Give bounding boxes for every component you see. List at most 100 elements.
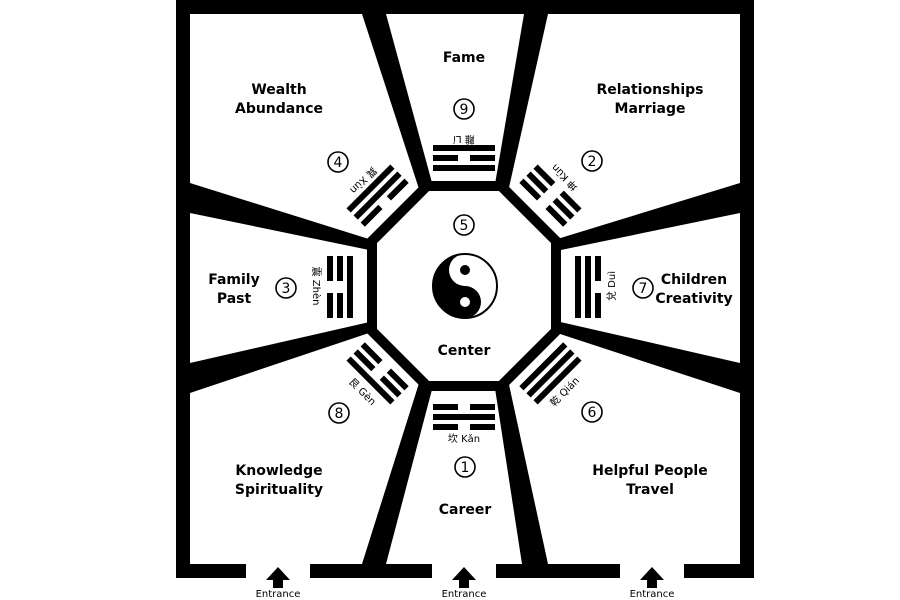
trigram-line-family-1-a bbox=[327, 293, 333, 318]
label-family-2: Past bbox=[217, 291, 252, 307]
number-badge-fame: 9 bbox=[453, 98, 475, 120]
trigram-fame bbox=[433, 145, 495, 171]
number-badge-knowledge: 8 bbox=[328, 402, 350, 424]
trigram-line-family-2-b bbox=[337, 256, 343, 281]
trigram-caption-helpful: 乾 Qián bbox=[547, 374, 582, 409]
entrance-center: Entrance bbox=[442, 567, 487, 600]
trigram-line-family-1-b bbox=[327, 256, 333, 281]
entrance-left: Entrance bbox=[256, 567, 301, 600]
number-badge-career: 1 bbox=[454, 456, 476, 478]
number-badge-center: 5 bbox=[453, 214, 475, 236]
divider-left-upper bbox=[190, 183, 374, 251]
trigram-caption-children: 兌 Duì bbox=[606, 271, 618, 301]
trigram-line-knowledge-3-b bbox=[360, 342, 383, 365]
trigram-line-family-3 bbox=[347, 256, 353, 318]
trigram-line-career-1-a bbox=[470, 424, 495, 430]
label-children-1: Children bbox=[661, 272, 727, 288]
bottom-wall-right bbox=[684, 564, 754, 578]
trigram-line-fame-2-b bbox=[470, 155, 495, 161]
label-relationships-1: Relationships bbox=[596, 82, 703, 98]
left-wall bbox=[176, 0, 190, 578]
trigram-knowledge bbox=[346, 342, 409, 405]
label-career-1: Career bbox=[439, 502, 492, 518]
up-arrow-icon bbox=[452, 567, 476, 588]
label-relationships-2: Marriage bbox=[615, 101, 686, 117]
divider-bottom-left bbox=[362, 380, 434, 564]
area-dividers bbox=[190, 14, 740, 564]
right-wall bbox=[740, 0, 754, 578]
top-wall bbox=[176, 0, 754, 14]
trigram-line-children-3 bbox=[575, 256, 581, 318]
trigram-line-knowledge-2-b bbox=[353, 349, 376, 372]
trigram-line-relationships-2-b bbox=[552, 197, 575, 220]
number-center: 5 bbox=[460, 218, 469, 234]
label-knowledge-2: Spirituality bbox=[235, 482, 323, 498]
entrance-right: Entrance bbox=[630, 567, 675, 600]
divider-top-right bbox=[494, 14, 548, 192]
trigram-line-wealth-3-b bbox=[386, 178, 409, 201]
bottom-wall-left bbox=[176, 564, 246, 578]
trigram-line-children-1-b bbox=[595, 293, 601, 318]
number-badge-helpful: 6 bbox=[581, 401, 603, 423]
trigram-caption-wealth: 巽 Xùn bbox=[347, 164, 379, 196]
trigram-line-fame-3 bbox=[433, 165, 495, 171]
trigram-line-relationships-3-b bbox=[545, 204, 568, 227]
trigram-line-knowledge-2-a bbox=[379, 375, 402, 398]
entrance-label: Entrance bbox=[630, 589, 675, 600]
trigram-caption-relationships: 坤 Kūn bbox=[548, 161, 580, 193]
trigram-line-helpful-1 bbox=[533, 356, 582, 405]
divider-top-left bbox=[362, 14, 434, 192]
trigram-relationships bbox=[519, 164, 582, 227]
trigram-line-relationships-1-a bbox=[533, 164, 556, 187]
trigram-line-knowledge-3-a bbox=[386, 368, 409, 391]
label-fame-1: Fame bbox=[443, 50, 485, 66]
trigram-line-career-2 bbox=[433, 414, 495, 420]
up-arrow-icon bbox=[640, 567, 664, 588]
trigram-children bbox=[575, 256, 601, 318]
entrance-label: Entrance bbox=[442, 589, 487, 600]
trigram-line-family-2-a bbox=[337, 293, 343, 318]
trigram-family bbox=[327, 256, 353, 318]
label-wealth-1: Wealth bbox=[251, 82, 306, 98]
trigram-line-relationships-2-a bbox=[526, 171, 549, 194]
trigram-line-wealth-1 bbox=[346, 164, 395, 213]
label-family-1: Family bbox=[208, 272, 260, 288]
number-badge-relationships: 2 bbox=[581, 150, 603, 172]
label-center: Center bbox=[438, 343, 491, 359]
number-career: 1 bbox=[461, 460, 470, 476]
number-knowledge: 8 bbox=[335, 406, 344, 422]
trigram-caption-career: 坎 Kǎn bbox=[448, 432, 480, 445]
number-badge-wealth: 4 bbox=[327, 151, 349, 173]
number-helpful: 6 bbox=[588, 405, 597, 421]
trigram-line-helpful-2 bbox=[526, 349, 575, 398]
trigram-line-relationships-1-b bbox=[559, 190, 582, 213]
number-family: 3 bbox=[282, 281, 291, 297]
trigram-caption-fame: 離 Lí bbox=[452, 133, 475, 146]
trigram-line-fame-1 bbox=[433, 145, 495, 151]
number-badge-family: 3 bbox=[275, 277, 297, 299]
trigram-wealth bbox=[346, 164, 409, 227]
trigram-line-wealth-2 bbox=[353, 171, 402, 220]
divider-bottom-right bbox=[494, 380, 548, 564]
number-relationships: 2 bbox=[588, 154, 597, 170]
trigram-line-children-1-a bbox=[595, 256, 601, 281]
number-badge-children: 7 bbox=[632, 277, 654, 299]
label-knowledge-1: Knowledge bbox=[235, 463, 322, 479]
number-wealth: 4 bbox=[334, 155, 343, 171]
trigram-line-career-3-a bbox=[470, 404, 495, 410]
trigram-line-career-1-b bbox=[433, 424, 458, 430]
label-children-2: Creativity bbox=[655, 291, 732, 307]
trigram-line-fame-2-a bbox=[433, 155, 458, 161]
entrance-label: Entrance bbox=[256, 589, 301, 600]
label-wealth-2: Abundance bbox=[235, 101, 323, 117]
outer-walls bbox=[176, 0, 754, 578]
trigram-caption-family: 震 Zhèn bbox=[310, 267, 322, 306]
divider-right-lower bbox=[554, 321, 740, 393]
trigram-line-helpful-3 bbox=[519, 342, 568, 391]
divider-right-upper bbox=[554, 183, 740, 251]
bottom-wall-mid-left bbox=[310, 564, 432, 578]
yin-yang-icon bbox=[432, 253, 498, 319]
bottom-wall-mid-right bbox=[496, 564, 620, 578]
trigram-line-career-3-b bbox=[433, 404, 458, 410]
